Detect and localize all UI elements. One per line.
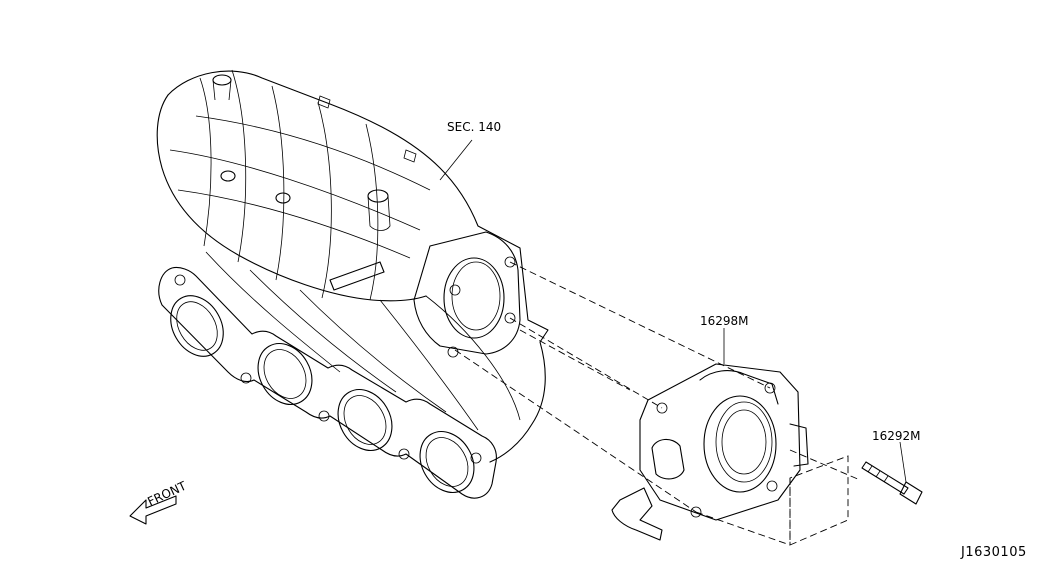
throttle-body-part-number: 16298M: [700, 314, 749, 328]
manifold-throttle-flange: [413, 231, 521, 358]
mounting-bolt: [861, 461, 923, 505]
alignment-lines: [454, 261, 861, 546]
intake-manifold-plenum: [156, 69, 549, 463]
sec-label: SEC. 140: [447, 120, 501, 134]
intake-manifold-flange: [158, 266, 497, 499]
throttle-body: [611, 363, 809, 541]
diagram-id: J1630105: [960, 545, 1027, 560]
front-arrow-icon: [129, 495, 177, 525]
front-label: FRONT: [145, 478, 189, 508]
bolt-part-number: 16292M: [872, 429, 921, 443]
leader-lines: [439, 139, 907, 483]
